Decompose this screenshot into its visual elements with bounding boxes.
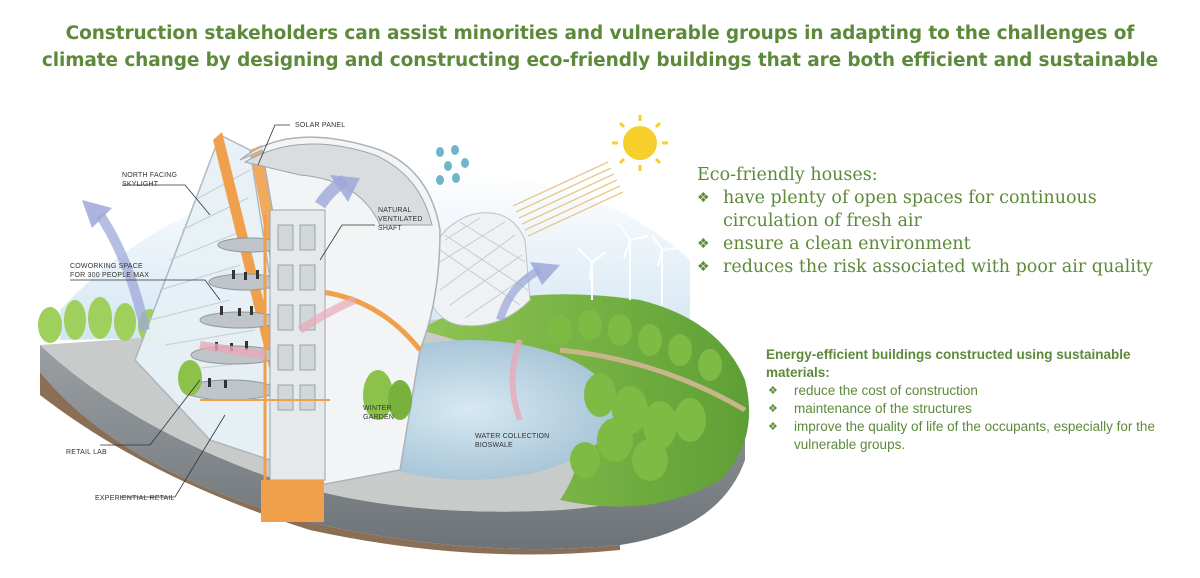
label-natural-shaft-2: VENTILATED xyxy=(378,216,423,223)
label-north-facing: NORTH FACING xyxy=(122,172,177,179)
label-winter-garden: WINTER xyxy=(363,405,392,412)
label-experiential-retail: EXPERIENTIAL RETAIL xyxy=(95,495,175,502)
trees-right xyxy=(548,310,722,481)
list-item: ❖reduces the risk associated with poor a… xyxy=(697,257,1153,277)
wind-turbines xyxy=(577,221,679,305)
sun-icon xyxy=(612,115,668,171)
energy-efficient-section: Energy-efficient buildings constructed u… xyxy=(766,346,1186,454)
energy-efficient-heading: Energy-efficient buildings constructed u… xyxy=(766,347,1131,380)
label-winter-garden-2: GARDEN xyxy=(363,414,394,421)
label-solar-panel: SOLAR PANEL xyxy=(295,122,345,129)
label-natural-shaft: NATURAL xyxy=(378,207,412,214)
foundation-block xyxy=(261,480,324,522)
label-coworking: COWORKING SPACE xyxy=(70,263,143,270)
label-natural-shaft-3: SHAFT xyxy=(378,225,402,232)
diamond-bullet-icon: ❖ xyxy=(697,259,710,275)
eco-friendly-heading: Eco-friendly houses: xyxy=(697,165,878,185)
title-line-2: climate change by designing and construc… xyxy=(41,50,1159,71)
hill-path xyxy=(559,347,747,413)
list-item: ❖have plenty of open spaces for continuo… xyxy=(697,188,1097,231)
roof-edge xyxy=(321,289,422,352)
lattice-tower xyxy=(424,212,531,327)
diamond-bullet-icon: ❖ xyxy=(697,190,710,206)
rain-drops-icon xyxy=(436,145,469,185)
winter-garden-tree-2 xyxy=(388,380,412,420)
airflow-arrows xyxy=(82,175,560,422)
garden-tree-inside xyxy=(178,360,202,396)
eco-friendly-list: ❖have plenty of open spaces for continuo… xyxy=(697,187,1197,279)
list-item: ❖maintenance of the structures xyxy=(768,401,972,416)
ground-slab xyxy=(40,345,745,550)
page-title: Construction stakeholders can assist min… xyxy=(0,20,1200,74)
diamond-bullet-icon: ❖ xyxy=(768,403,778,415)
label-coworking-2: FOR 300 PEOPLE MAX xyxy=(70,272,149,279)
diamond-bullet-icon: ❖ xyxy=(697,236,710,252)
list-item: ❖reduce the cost of construction xyxy=(768,383,978,398)
list-item: ❖improve the quality of life of the occu… xyxy=(768,419,1155,452)
list-item: ❖ensure a clean environment xyxy=(697,234,971,254)
label-water-collection: WATER COLLECTION xyxy=(475,433,549,440)
label-north-facing-2: SKYLIGHT xyxy=(122,181,159,188)
label-retail-lab: RETAIL LAB xyxy=(66,449,107,456)
diamond-bullet-icon: ❖ xyxy=(768,385,778,397)
energy-efficient-list: ❖reduce the cost of construction ❖mainte… xyxy=(766,382,1186,454)
label-water-collection-2: BIOSWALE xyxy=(475,442,513,449)
sunlight-rays xyxy=(512,161,624,237)
title-line-1: Construction stakeholders can assist min… xyxy=(65,23,1135,44)
diamond-bullet-icon: ❖ xyxy=(768,421,778,433)
core-windows xyxy=(277,224,316,411)
winter-garden-tree xyxy=(363,370,393,420)
callout-lines xyxy=(70,124,375,498)
eco-friendly-section: Eco-friendly houses: ❖have plenty of ope… xyxy=(697,164,1197,279)
